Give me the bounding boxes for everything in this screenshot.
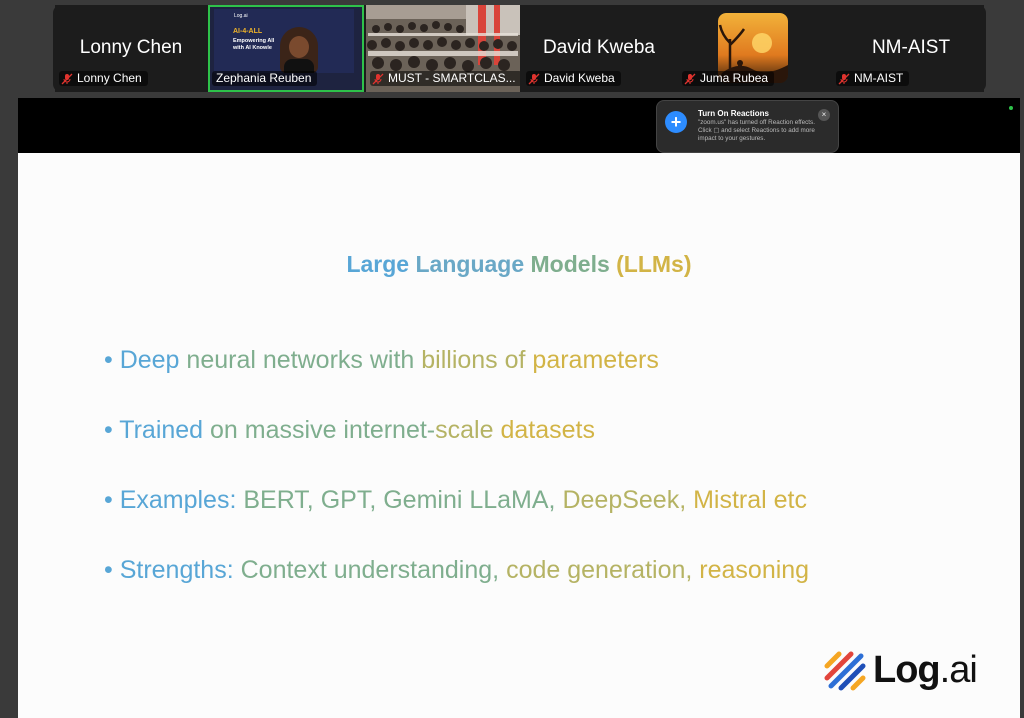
participant-name-tag: Zephania Reuben — [212, 71, 318, 86]
muted-mic-icon — [372, 73, 384, 84]
bullet-segment: • Deep — [104, 346, 187, 374]
reactions-plus-icon: + — [665, 111, 687, 133]
thumb-line2: with AI Knowle — [233, 45, 272, 51]
muted-mic-icon — [61, 73, 73, 84]
bullet-segment: DeepSeek, — [562, 486, 694, 514]
participant-name-tag: Lonny Chen — [59, 71, 148, 86]
participant-name-tag: David Kweba — [526, 71, 621, 86]
slide-title: Large Language Models (LLMs) — [18, 251, 1020, 278]
participant-tile-lonny-chen[interactable]: Lonny Chen Lonny Chen — [55, 5, 207, 92]
video-feed: Log.ai AI-4-ALL Empowering All with AI K… — [214, 9, 354, 73]
muted-mic-icon — [528, 73, 540, 84]
log-ai-logo-mark-icon — [824, 651, 866, 691]
bullet-segment: • Strengths: — [104, 556, 241, 584]
participant-display-name: Lonny Chen — [79, 37, 183, 58]
participant-tag-label: MUST - SMARTCLAS... — [388, 71, 516, 85]
participant-tile-juma-rubea[interactable]: Juma Rubea — [678, 5, 830, 92]
thumb-title: AI-4-ALL — [233, 28, 263, 35]
bullet-item: • Deep neural networks with billions of … — [104, 346, 659, 375]
bullet-segment: • Examples: — [104, 486, 244, 514]
bullet-segment: on massive internet- — [210, 416, 436, 444]
participant-tile-nm-aist[interactable]: NM-AIST NM-AIST — [832, 5, 984, 92]
bullet-segment: reasoning — [699, 556, 810, 584]
person-silhouette — [280, 27, 318, 73]
bullet-item: • Trained on massive internet-scale data… — [104, 416, 595, 445]
thumb-brand: Log.ai — [234, 13, 248, 19]
bullet-segment: parameters — [532, 346, 659, 374]
bullet-item: • Strengths: Context understanding, code… — [104, 556, 809, 585]
bullet-segment: scale — [435, 416, 501, 444]
muted-mic-icon — [684, 73, 696, 84]
bullet-segment: neural networks with — [186, 346, 422, 374]
participant-tile-must-smartclass[interactable]: MUST - SMARTCLAS... — [366, 5, 520, 92]
participant-tag-label: David Kweba — [544, 71, 615, 85]
bullet-segment: Mistral etc — [693, 486, 807, 514]
logo-suffix: .ai — [939, 648, 978, 691]
bullet-segment: datasets — [500, 416, 595, 444]
muted-mic-icon — [838, 73, 850, 84]
title-part: (LLMs) — [616, 251, 692, 277]
participant-display-name: NM-AIST — [871, 37, 951, 58]
toast-body: "zoom.us" has turned off Reaction effect… — [698, 119, 815, 142]
participant-name-tag: MUST - SMARTCLAS... — [370, 71, 520, 86]
participant-display-name: David Kweba — [543, 37, 655, 58]
bullet-segment: BERT, GPT, Gemini LLaMA, — [243, 486, 563, 514]
close-icon[interactable]: × — [818, 109, 830, 121]
reactions-notification[interactable]: + Turn On Reactions "zoom.us" has turned… — [656, 100, 839, 153]
logo-brand: Log — [873, 648, 941, 691]
logo-wordmark: Log.ai — [873, 648, 978, 692]
shared-screen-top-bar — [18, 98, 1020, 153]
participant-tag-label: Lonny Chen — [77, 71, 142, 85]
participant-tag-label: Juma Rubea — [700, 71, 769, 85]
participant-tag-label: Zephania Reuben — [216, 71, 312, 85]
participant-name-tag: Juma Rubea — [682, 71, 775, 86]
title-part: Large — [346, 251, 416, 277]
bullet-item: • Examples: BERT, GPT, Gemini LLaMA, Dee… — [104, 486, 807, 515]
toast-title: Turn On Reactions — [698, 109, 769, 118]
participant-name-tag: NM-AIST — [836, 71, 910, 86]
participant-tag-label: NM-AIST — [854, 71, 904, 85]
bullet-segment: Context understanding, — [240, 556, 507, 584]
title-part: Language — [415, 251, 531, 277]
presentation-slide: Large Language Models (LLMs) • Deep neur… — [18, 153, 1020, 718]
bullet-segment: • Trained — [104, 416, 211, 444]
participant-tile-david-kweba[interactable]: David Kweba David Kweba — [522, 5, 676, 92]
bullet-segment: billions of — [421, 346, 533, 374]
thumb-line1: Empowering All — [233, 38, 275, 44]
camera-indicator-dot — [1009, 106, 1013, 110]
participant-tile-zephania-reuben[interactable]: Log.ai AI-4-ALL Empowering All with AI K… — [208, 5, 364, 92]
bullet-segment: code generation, — [506, 556, 700, 584]
log-ai-logo: Log.ai — [823, 648, 978, 692]
title-part: Models — [530, 251, 617, 277]
